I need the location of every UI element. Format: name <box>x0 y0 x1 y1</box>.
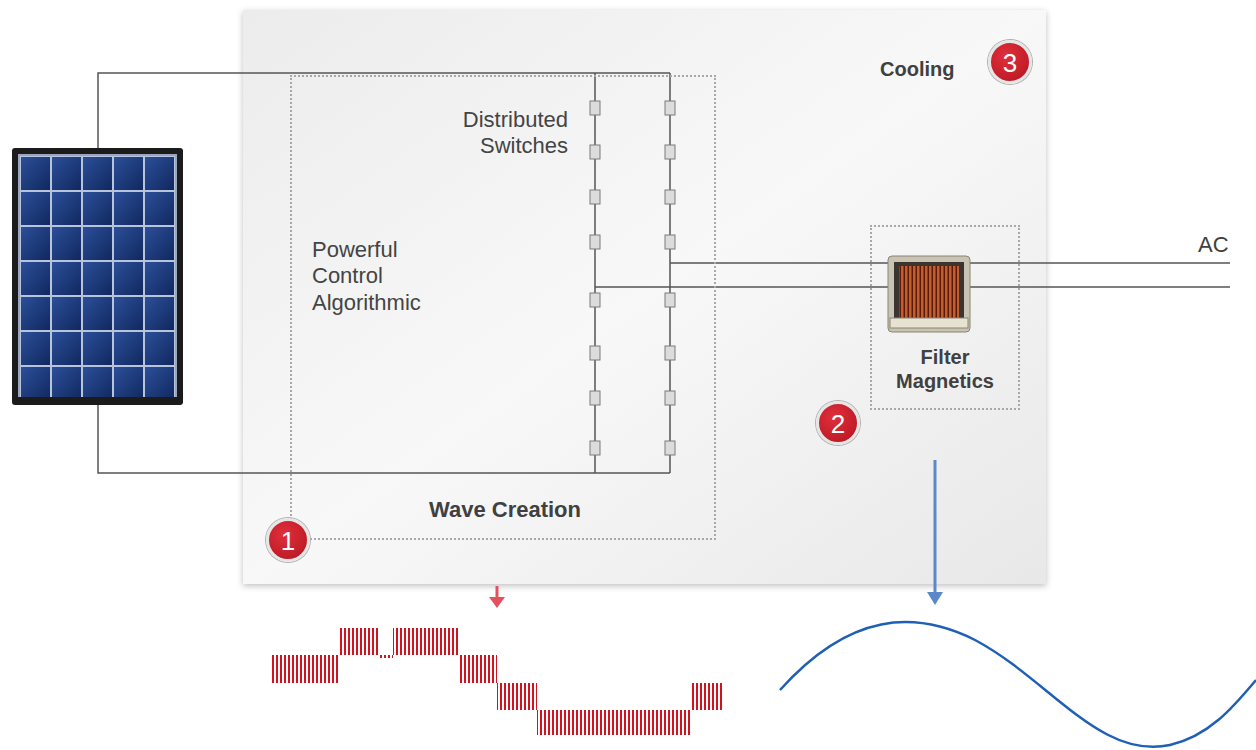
callout-number: 1 <box>269 526 307 557</box>
switch-symbol <box>590 101 600 115</box>
switch-symbol <box>590 441 600 455</box>
switch-symbol <box>665 101 675 115</box>
switch-symbol <box>590 293 600 307</box>
wave-creation-region: Distributed SwitchesPowerful Control Alg… <box>290 75 716 540</box>
switch-symbol <box>590 346 600 360</box>
switch-symbol <box>590 145 600 159</box>
switch-symbol <box>665 391 675 405</box>
callout-number: 3 <box>991 48 1029 79</box>
region-label: Wave Creation <box>375 497 635 523</box>
switch-symbol <box>665 441 675 455</box>
terminal-label: AC <box>1198 232 1229 258</box>
region-label: Distributed Switches <box>442 107 568 160</box>
filter-magnetics-region: Filter Magnetics <box>870 225 1020 410</box>
region-label: Powerful Control Algorithmic <box>312 237 452 316</box>
callout-number: 3 <box>988 40 1032 84</box>
switch-symbol <box>665 346 675 360</box>
switch-symbol <box>590 391 600 405</box>
switch-symbol <box>590 190 600 204</box>
callout-number: 2 <box>819 409 857 440</box>
housing-panel: CoolingDistributed SwitchesPowerful Cont… <box>243 10 1046 584</box>
region-label: Filter Magnetics <box>877 345 1013 393</box>
switch-symbol <box>590 235 600 249</box>
switch-symbol <box>665 145 675 159</box>
switch-symbol <box>665 190 675 204</box>
region-title: Cooling <box>880 57 980 81</box>
switch-symbol <box>665 235 675 249</box>
callout-number: 1 <box>266 518 310 562</box>
callout-number: 2 <box>816 401 860 445</box>
switch-symbol <box>665 293 675 307</box>
